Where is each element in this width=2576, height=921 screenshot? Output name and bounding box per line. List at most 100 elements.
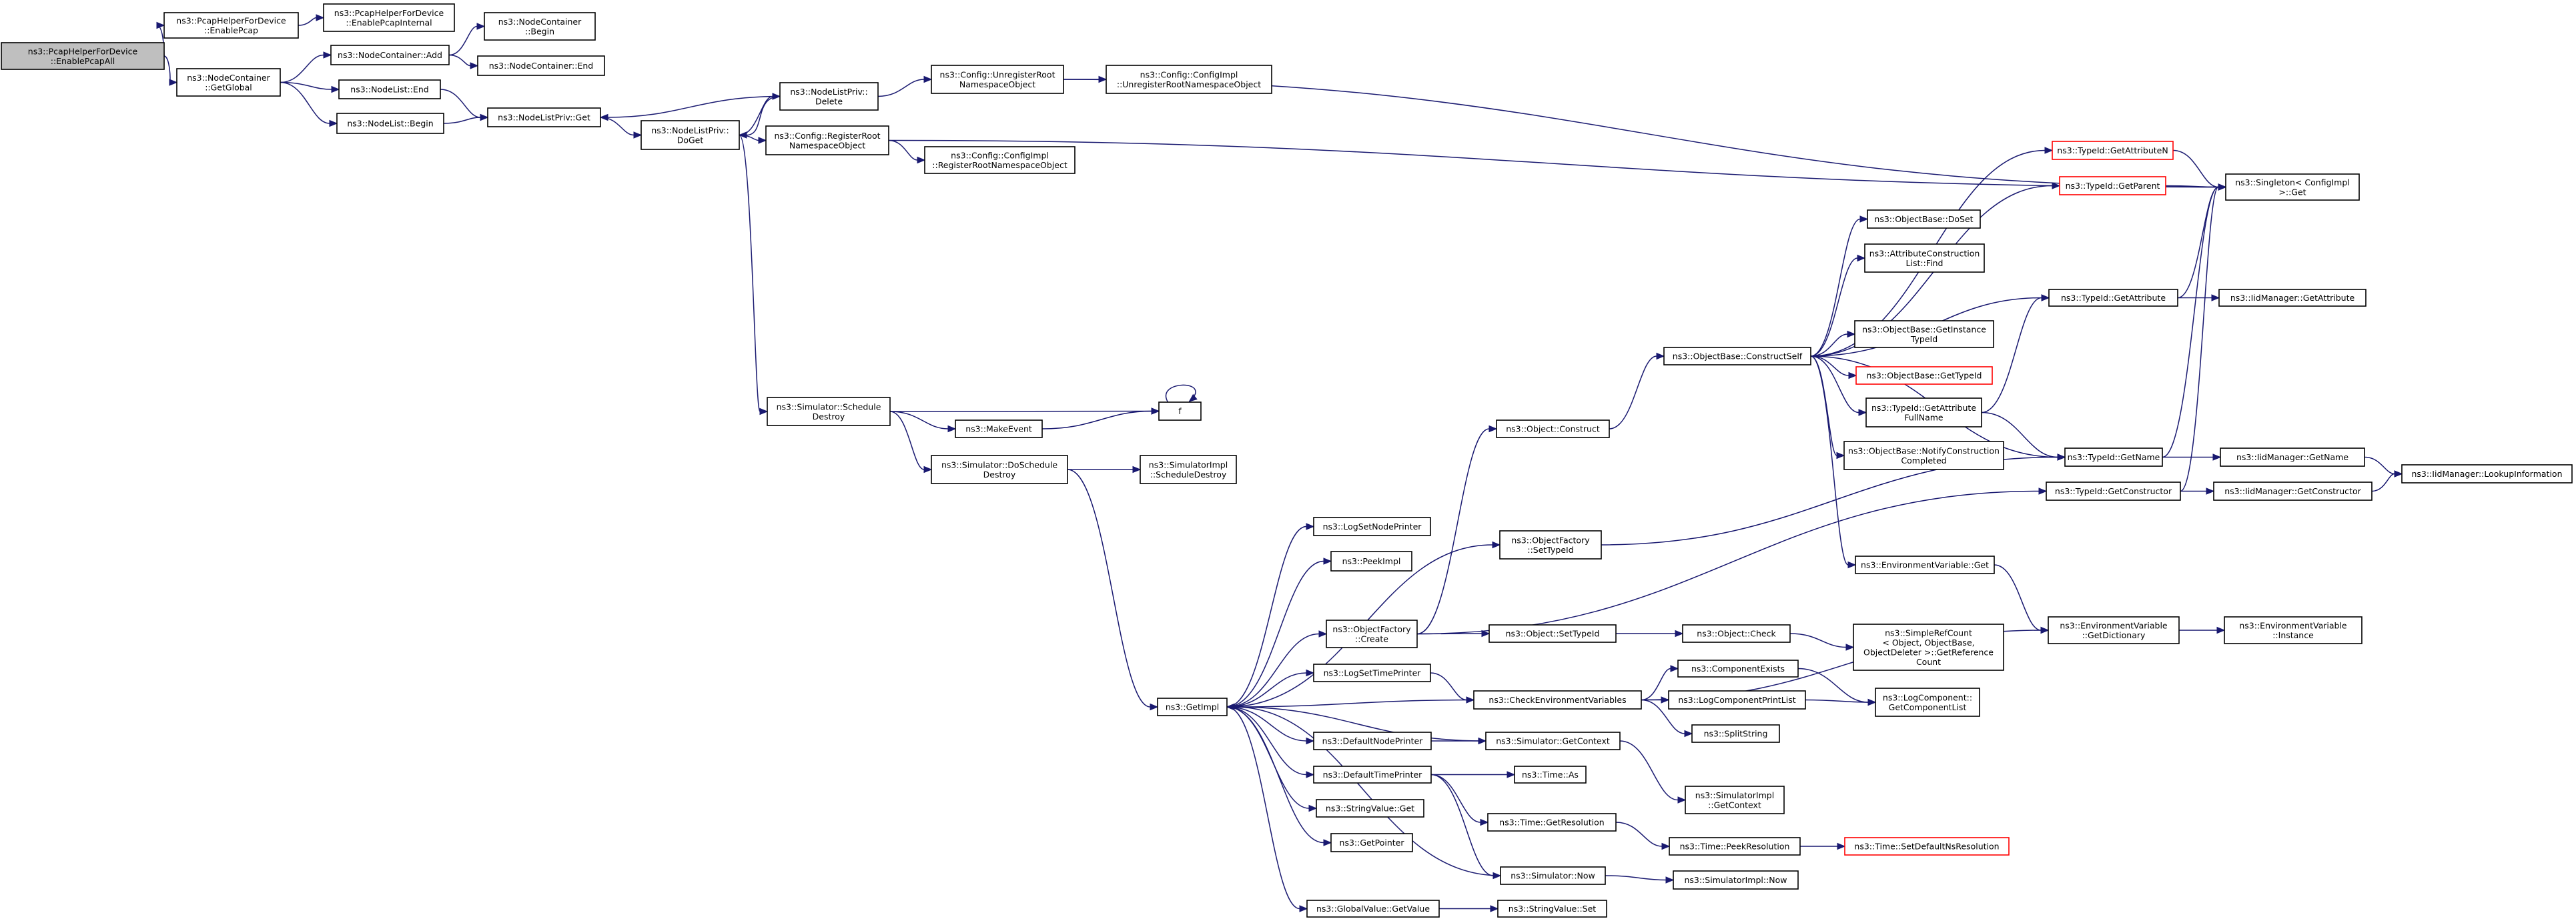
- node-box: [336, 113, 444, 134]
- node-iidmgr-getattribute[interactable]: ns3::IidManager::GetAttribute: [2218, 289, 2367, 307]
- node-label-line: ::Create: [1355, 634, 1388, 644]
- node-object-check[interactable]: ns3::Object::Check: [1682, 624, 1791, 643]
- node-componentexists[interactable]: ns3::ComponentExists: [1677, 660, 1799, 678]
- node-enablepcap[interactable]: ns3::PcapHelperForDevice::EnablePcap: [163, 12, 299, 39]
- node-label-line: ns3::NodeListPriv::: [790, 87, 867, 97]
- node-logcomponentprintlist[interactable]: ns3::LogComponentPrintList: [1668, 690, 1806, 710]
- node-label-line: ObjectDeleter >::GetReference: [1863, 647, 1994, 657]
- node-objbase-gettypeid[interactable]: ns3::ObjectBase::GetTypeId: [1855, 366, 1993, 385]
- node-time-as[interactable]: ns3::Time::As: [1514, 766, 1587, 784]
- node-envvar-get[interactable]: ns3::EnvironmentVariable::Get: [1855, 556, 1995, 574]
- node-nc-add[interactable]: ns3::NodeContainer::Add: [330, 45, 450, 65]
- node-peekimpl[interactable]: ns3::PeekImpl: [1330, 551, 1412, 572]
- node-simimpl-scheddestroy[interactable]: ns3::SimulatorImpl::ScheduleDestroy: [1140, 455, 1237, 484]
- node-label-line: ns3::StringValue::Set: [1509, 904, 1596, 914]
- node-globalvalue-getvalue[interactable]: ns3::GlobalValue::GetValue: [1306, 900, 1440, 918]
- node-objbase-constructself[interactable]: ns3::ObjectBase::ConstructSelf: [1663, 347, 1811, 365]
- node-logsettimeprinter[interactable]: ns3::LogSetTimePrinter: [1313, 664, 1431, 682]
- node-iidmgr-getname[interactable]: ns3::IidManager::GetName: [2220, 447, 2365, 467]
- node-typeid-getparent[interactable]: ns3::TypeId::GetParent: [2059, 176, 2166, 195]
- node-envvar-instance[interactable]: ns3::EnvironmentVariable::Instance: [2224, 616, 2363, 644]
- node-typeid-getname[interactable]: ns3::TypeId::GetName: [2064, 447, 2163, 467]
- node-objbase-doset[interactable]: ns3::ObjectBase::DoSet: [1867, 209, 1981, 229]
- node-singleton[interactable]: ns3::Singleton< ConfigImpl>::Get: [2225, 173, 2360, 201]
- node-cfg-reg[interactable]: ns3::Config::RegisterRootNamespaceObject: [765, 125, 889, 155]
- node-cfgimpl-reg[interactable]: ns3::Config::ConfigImpl::RegisterRootNam…: [924, 146, 1076, 174]
- node-nc-end[interactable]: ns3::NodeContainer::End: [477, 55, 605, 76]
- node-nlp-get[interactable]: ns3::NodeListPriv::Get: [487, 107, 601, 127]
- node-box: [1326, 620, 1418, 648]
- node-sim-scheddestroy[interactable]: ns3::Simulator::ScheduleDestroy: [767, 397, 891, 426]
- node-getimpl[interactable]: ns3::GetImpl: [1157, 698, 1228, 716]
- edge-nlp_delete-to-cfg_unreg: [877, 75, 933, 97]
- node-cfg-unreg[interactable]: ns3::Config::UnregisterRootNamespaceObje…: [931, 65, 1064, 94]
- node-time-peekresolution[interactable]: ns3::Time::PeekResolution: [1669, 837, 1801, 856]
- node-object-construct[interactable]: ns3::Object::Construct: [1496, 419, 1610, 438]
- node-typeid-getattributen[interactable]: ns3::TypeId::GetAttributeN: [2052, 141, 2174, 160]
- node-f[interactable]: f: [1158, 401, 1202, 421]
- node-objbase-notify[interactable]: ns3::ObjectBase::NotifyConstructionCompl…: [1843, 441, 2004, 470]
- edge-sim_now-to-getimpl: [1226, 703, 1501, 876]
- node-label-line: ns3::Config::ConfigImpl: [1140, 69, 1238, 79]
- node-stringvalue-get[interactable]: ns3::StringValue::Get: [1316, 799, 1424, 818]
- edge-objbase_constructself-to-objbase_getinstancetypeid: [1810, 330, 1856, 357]
- node-getpointer[interactable]: ns3::GetPointer: [1330, 833, 1413, 852]
- node-box: [1500, 866, 1606, 885]
- node-object-settypeid[interactable]: ns3::Object::SetTypeId: [1488, 624, 1617, 643]
- node-label-line: Destroy: [813, 411, 845, 421]
- edge-getglobal-to-nc_add: [280, 51, 332, 83]
- node-iidmgr-lookupinfo[interactable]: ns3::IidManager::LookupInformation: [2401, 464, 2573, 484]
- node-nc-begin[interactable]: ns3::NodeContainer::Begin: [484, 12, 596, 41]
- edge-getimpl-to-globalvalue_getvalue: [1226, 706, 1308, 912]
- node-nl-begin[interactable]: ns3::NodeList::Begin: [336, 113, 444, 134]
- node-label-line: ns3::StringValue::Get: [1326, 804, 1414, 814]
- node-nlp-doget[interactable]: ns3::NodeListPriv::DoGet: [640, 120, 740, 150]
- node-enablepcapinternal[interactable]: ns3::PcapHelperForDevice::EnablePcapInte…: [323, 3, 455, 32]
- edge-nlp_doget-to-sim_scheddestroy: [739, 134, 769, 415]
- edge-getglobal-to-nl_end: [280, 81, 340, 93]
- node-simplerefcount[interactable]: ns3::SimpleRefCount< Object, ObjectBase,…: [1853, 624, 2004, 671]
- node-sim-getcontext[interactable]: ns3::Simulator::GetContext: [1485, 732, 1621, 750]
- node-label-line: ns3::ObjectBase::GetTypeId: [1867, 371, 1982, 381]
- node-label-line: DoGet: [677, 135, 704, 145]
- edge-iidmgr_getconstructor-to-iidmgr_lookupinfo: [2371, 470, 2403, 492]
- node-makeevent[interactable]: ns3::MakeEvent: [955, 419, 1043, 438]
- node-typeid-getconstructor[interactable]: ns3::TypeId::GetConstructor: [2046, 482, 2181, 501]
- node-label-line: ns3::Simulator::DoSchedule: [941, 459, 1057, 470]
- node-objfactory-create[interactable]: ns3::ObjectFactory::Create: [1326, 620, 1418, 648]
- node-defaultnodeprinter[interactable]: ns3::DefaultNodePrinter: [1313, 732, 1432, 750]
- edge-getimpl-to-logsetnodeprinter: [1226, 523, 1315, 708]
- node-label-line: ::UnregisterRootNamespaceObject: [1117, 79, 1261, 89]
- node-sim-now[interactable]: ns3::Simulator::Now: [1500, 866, 1606, 885]
- node-logcomponent-getlist[interactable]: ns3::LogComponent::GetComponentList: [1875, 688, 1980, 717]
- node-splitstring[interactable]: ns3::SplitString: [1691, 724, 1780, 743]
- node-label-line: ns3::PcapHelperForDevice: [28, 46, 138, 56]
- edge-sim_scheddestroy-to-sim_doscheddestroy: [889, 411, 933, 474]
- node-logsetnodeprinter[interactable]: ns3::LogSetNodePrinter: [1313, 517, 1431, 536]
- node-nl-end[interactable]: ns3::NodeList::End: [338, 79, 441, 99]
- node-iidmgr-getconstructor[interactable]: ns3::IidManager::GetConstructor: [2213, 482, 2373, 501]
- node-nlp-delete[interactable]: ns3::NodeListPriv::Delete: [779, 82, 879, 111]
- node-box: [1865, 397, 1982, 427]
- node-envvar-getdictionary[interactable]: ns3::EnvironmentVariable::GetDictionary: [2048, 616, 2180, 644]
- node-simimpl-getcontext[interactable]: ns3::SimulatorImpl::GetContext: [1685, 786, 1785, 814]
- node-enablepcapall[interactable]: ns3::PcapHelperForDevice::EnablePcapAll: [1, 42, 165, 70]
- node-stringvalue-set[interactable]: ns3::StringValue::Set: [1497, 900, 1607, 918]
- node-simimpl-now[interactable]: ns3::SimulatorImpl::Now: [1673, 870, 1799, 890]
- node-typeid-getattribute[interactable]: ns3::TypeId::GetAttribute: [2048, 289, 2178, 307]
- node-time-setdefaultnsres[interactable]: ns3::Time::SetDefaultNsResolution: [1844, 837, 2010, 856]
- edge-objbase_constructself-to-objbase_doset: [1810, 215, 1869, 357]
- node-box: [1, 42, 165, 70]
- node-getglobal[interactable]: ns3::NodeContainer::GetGlobal: [176, 68, 281, 97]
- node-cfgimpl-unreg[interactable]: ns3::Config::ConfigImpl::UnregisterRootN…: [1106, 65, 1272, 94]
- node-defaulttimeprinter[interactable]: ns3::DefaultTimePrinter: [1313, 766, 1432, 784]
- node-objfactory-settypeid[interactable]: ns3::ObjectFactory::SetTypeId: [1499, 530, 1602, 560]
- node-label-line: ns3::ObjectFactory: [1511, 535, 1590, 545]
- node-box: [1682, 624, 1791, 643]
- node-time-getresolution[interactable]: ns3::Time::GetResolution: [1487, 813, 1617, 832]
- node-checkenvvars[interactable]: ns3::CheckEnvironmentVariables: [1473, 690, 1642, 710]
